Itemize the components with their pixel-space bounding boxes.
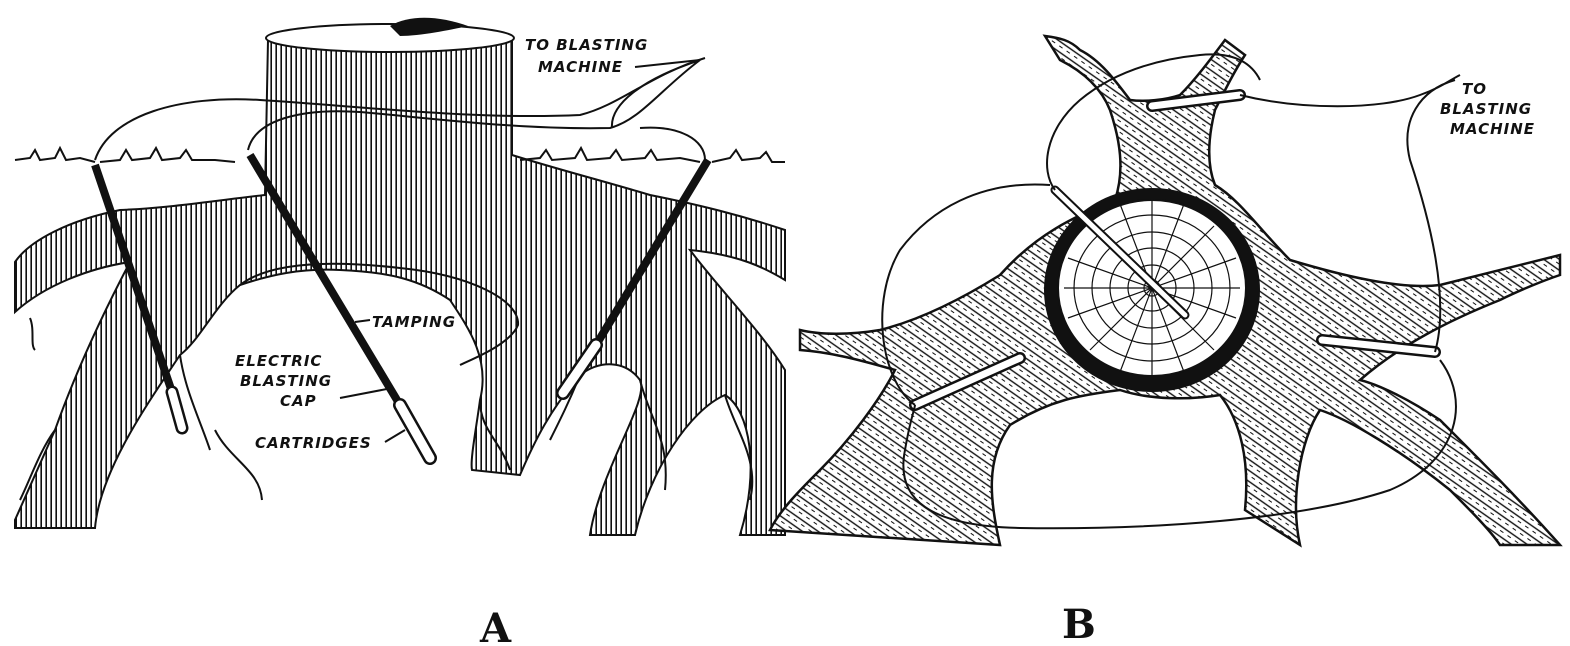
label-to-blasting-machine-b-2: BLASTING	[1440, 100, 1532, 118]
cartridge-top	[1152, 95, 1240, 106]
label-to-blasting-machine-a-1: TO BLASTING	[525, 36, 648, 54]
leader-tamping	[355, 320, 370, 322]
caption-b: B	[1062, 601, 1096, 646]
label-electric-3: CAP	[280, 392, 317, 410]
label-to-blasting-machine-b-1: TO	[1462, 80, 1487, 98]
label-to-blasting-machine-b-3: MACHINE	[1450, 120, 1535, 138]
label-cartridges: CARTRIDGES	[255, 434, 372, 452]
label-electric-2: BLASTING	[240, 372, 332, 390]
label-tamping: TAMPING	[372, 313, 456, 331]
label-to-blasting-machine-a-2: MACHINE	[538, 58, 623, 76]
leader-cartridges	[385, 430, 405, 442]
label-electric-1: ELECTRIC	[235, 352, 322, 370]
caption-a: A	[479, 605, 512, 646]
figure-a: TO BLASTING MACHINE TAMPING ELECTRIC BLA…	[15, 18, 785, 646]
stump-top	[266, 24, 514, 52]
leader-electric-cap	[340, 388, 392, 398]
figure-b: TO BLASTING MACHINE B	[770, 36, 1560, 646]
